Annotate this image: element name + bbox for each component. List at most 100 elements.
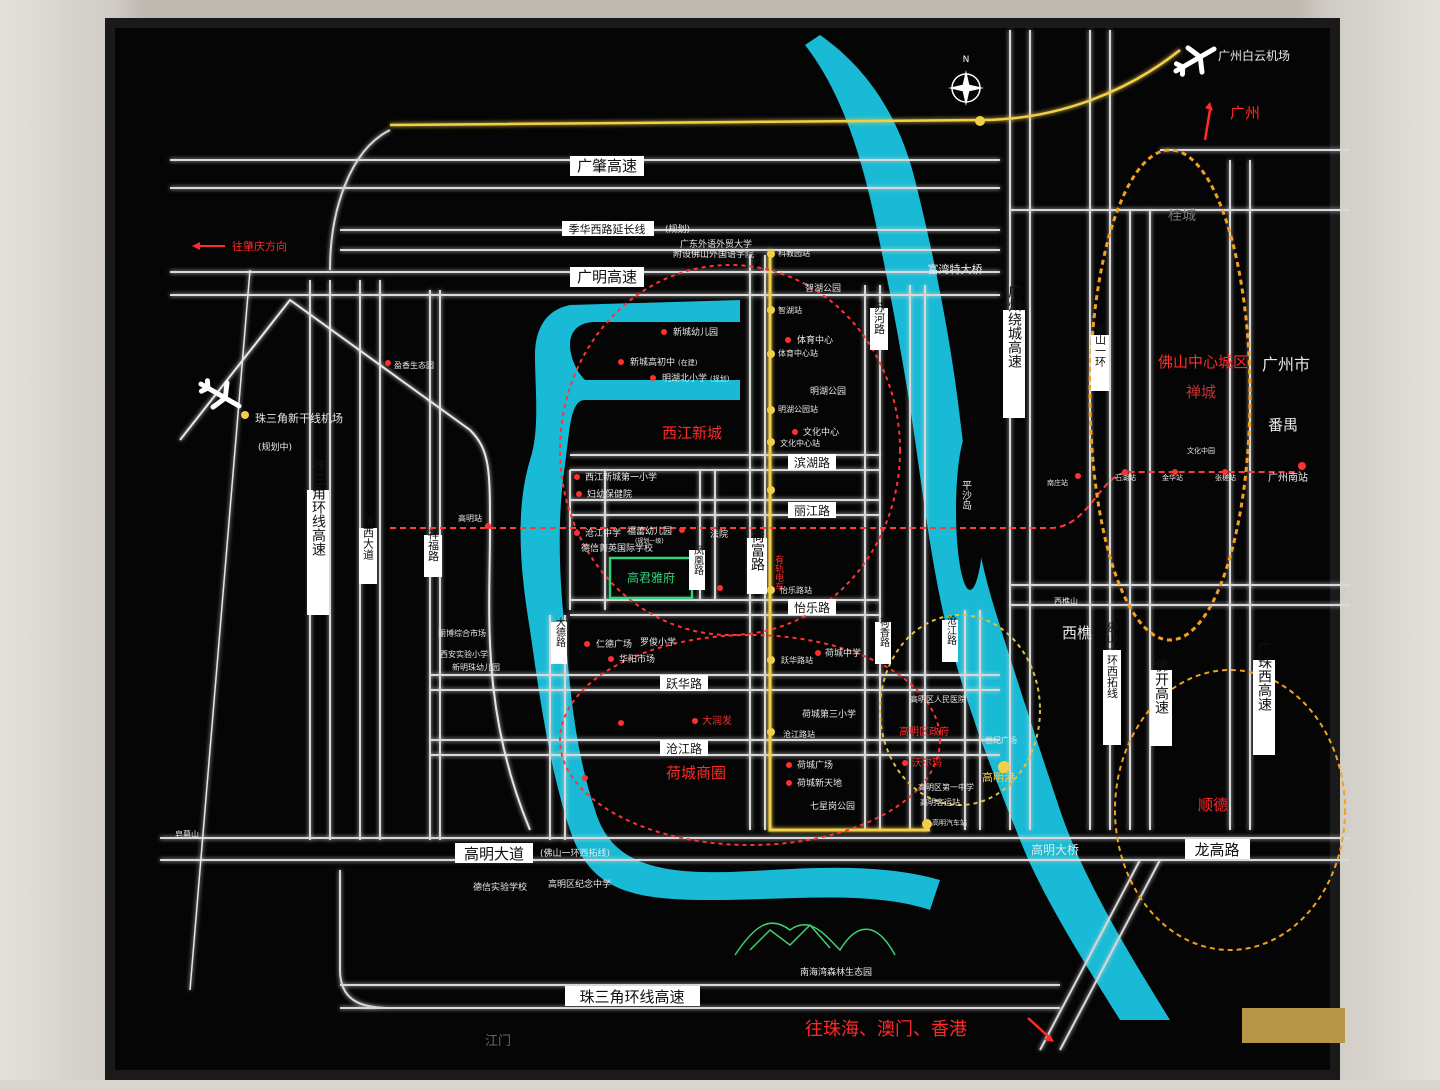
label-zhihu-station: 智湖站 xyxy=(778,305,802,315)
label-guangzhu-west: 广珠西高速 xyxy=(1256,641,1272,712)
xijiang-circle xyxy=(559,264,901,636)
label-kindergarten: 福蕾幼儿园 xyxy=(627,525,672,537)
label-xiqiao-mt: 西樵山 xyxy=(1054,596,1078,606)
gaoming-circle xyxy=(879,614,1041,806)
label-gaoming-bus-station: 高明汽车站 xyxy=(932,818,967,827)
label-guicheng: 桂城 xyxy=(1168,208,1196,224)
label-xiqiao: 西樵 xyxy=(1062,624,1092,642)
road-labels: 广肇高速 季华西路延长线 (规划) 广明高速 珠三角环线高速 高明大道 (佛山一… xyxy=(455,156,1250,1006)
rail-line xyxy=(390,471,1300,529)
label-yuehua-station: 跃华路站 xyxy=(781,655,813,665)
label-chancheng: 禅城 xyxy=(1186,383,1216,401)
label-yile: 怡乐路 xyxy=(794,600,830,615)
label-gz-city: 广州市 xyxy=(1262,355,1310,374)
hecheng-circle xyxy=(559,634,941,846)
label-zhangcha: 张槎站 xyxy=(1215,473,1236,482)
label-shihu: 石湖站 xyxy=(1115,473,1136,482)
label-jiangmen: 江门 xyxy=(485,1034,511,1049)
label-hexiang: 荷香路 xyxy=(878,617,890,648)
pingsha-island xyxy=(956,430,984,590)
label-to-zhaoqing: 往肇庆方向 xyxy=(232,239,287,253)
label-xian-primary: 西安实验小学 xyxy=(440,649,488,659)
label-huayang: 华阳市场 xyxy=(619,653,655,665)
label-fuwan-bridge: 富湾特大桥 xyxy=(928,262,983,276)
label-gaoming-no1: 高明区第一中学 xyxy=(918,782,974,792)
label-xincheng-kinder: 新城幼儿园 xyxy=(673,326,718,338)
label-fs-ring1: 佛山一环 xyxy=(1094,323,1107,367)
label-xincheng-middle: 新城高初中 xyxy=(630,356,675,368)
airplane-icon xyxy=(1173,45,1217,77)
label-qixing: 七星岗公园 xyxy=(810,801,855,812)
label-cangjiang-station: 沧江路站 xyxy=(783,729,815,739)
label-suhe: 苏河路 xyxy=(873,301,886,335)
label-hecheng-xintiandi: 荷城新天地 xyxy=(797,777,842,789)
label-ecopark: 南海湾森林生态园 xyxy=(800,966,872,978)
label-binhu: 滨湖路 xyxy=(794,455,830,470)
label-sports-center: 体育中心 xyxy=(797,334,833,346)
label-yile-station: 怡乐路站 xyxy=(780,585,812,595)
label-minghu-primary: 明湖北小学 xyxy=(662,372,707,384)
label-xijiang-newtown: 西江新城 xyxy=(662,424,722,442)
label-guangzhou-arrow: 广州 xyxy=(1230,104,1260,122)
label-pearl-ring: 珠三角环线高速 xyxy=(579,988,684,1006)
label-to-south: 往珠海、澳门、香港 xyxy=(805,1019,967,1040)
plaque xyxy=(1242,1008,1345,1043)
label-guangming: 广明高速 xyxy=(577,268,637,286)
label-minghu-station: 明湖公园站 xyxy=(778,404,818,414)
label-intl-school: 德信菁英国际学校 xyxy=(581,542,653,554)
label-gd-foreign-uni: 广东外语外贸大学 xyxy=(680,238,752,250)
label-yangxi: 杨西大道 xyxy=(362,515,375,560)
label-xiangfu: 祥福路 xyxy=(427,527,440,562)
label-culture-station: 文化中心站 xyxy=(780,438,820,448)
label-cangjiang: 沧江路 xyxy=(666,741,702,756)
label-luoyou: 罗俊小学 xyxy=(640,636,676,648)
label-pearl-ring-v: 珠三角环线高速 xyxy=(310,458,326,557)
label-sports-station: 体育中心站 xyxy=(778,348,818,358)
label-fs-ring1-west: 佛山一环西拓线 xyxy=(1106,621,1119,698)
label-fs-center: 佛山中心城区 xyxy=(1158,353,1248,371)
label-jihua-note: (规划) xyxy=(665,223,690,235)
label-north: N xyxy=(963,55,970,65)
label-guangzhao: 广肇高速 xyxy=(577,157,637,175)
label-kejiyuan: 科教园站 xyxy=(778,248,810,258)
label-hecheng-middle: 荷城中学 xyxy=(825,647,861,659)
label-dayunfa: 大润发 xyxy=(702,714,732,727)
map-board: 广肇高速 季华西路延长线 (规划) 广明高速 珠三角环线高速 高明大道 (佛山一… xyxy=(105,18,1350,1080)
fs-center-circle xyxy=(1088,148,1252,642)
label-jihua: 季华西路延长线 xyxy=(569,222,646,236)
poi-dots xyxy=(385,329,1306,786)
label-gaoming-gov: 高明区政府 xyxy=(899,725,949,738)
shunde-circle xyxy=(1114,669,1346,951)
label-gz-airport: 广州白云机场 xyxy=(1218,48,1290,63)
label-maternal: 妇幼保健院 xyxy=(587,488,632,500)
map-canvas: 广肇高速 季华西路延长线 (规划) 广明高速 珠三角环线高速 高明大道 (佛山一… xyxy=(160,30,1350,1051)
label-pingsha: 平沙岛 xyxy=(960,480,972,511)
station-dots xyxy=(241,116,1010,829)
vertical-road-labels: 珠三角环线高速 杨西大道 祥福路 荷富路 苏河路 凤凰路 大德路 荷香路 沧江路… xyxy=(307,284,1275,755)
label-nanzhuang: 南庄站 xyxy=(1047,478,1068,487)
label-xinming: 新明珠幼儿园 xyxy=(452,662,500,672)
label-longgao: 龙高路 xyxy=(1194,841,1239,859)
label-hecheng-circle: 荷城商圈 xyxy=(666,764,726,782)
label-panyu: 番禺 xyxy=(1268,416,1298,434)
label-gaoming-station: 高明站 xyxy=(458,513,482,523)
label-pearl-airport: 珠三角新干线机场 xyxy=(255,411,343,425)
label-xijiang-primary: 西江新城第一小学 xyxy=(585,471,657,483)
label-court: 法院 xyxy=(710,528,728,540)
label-pearl-airport-note: (规划中) xyxy=(258,441,292,453)
airplane-icon xyxy=(198,378,242,410)
label-lijiang: 丽江路 xyxy=(794,503,830,518)
label-gaoming-ave: 高明大道 xyxy=(464,845,524,863)
label-xincheng-middle-note: (在建) xyxy=(678,358,698,367)
label-dehe: 德信实验学校 xyxy=(473,881,527,893)
label-gaoming-hospital: 高明区人民医院 xyxy=(910,694,966,704)
label-hecheng-no3: 荷城第三小学 xyxy=(802,708,856,720)
label-minghu-primary-note: (规划) xyxy=(710,374,730,383)
place-labels: 广州白云机场 广州 往肇庆方向 珠三角新干线机场 (规划中) 广东外语外贸大学 … xyxy=(175,48,1310,1049)
label-gaoming-port: 高明港 xyxy=(982,770,1015,784)
label-renyi: 仁德广场 xyxy=(596,638,632,650)
ecopark-mountain-icon xyxy=(734,922,896,956)
label-gd-foreign-school: 附设佛山外国语学院 xyxy=(673,248,754,260)
arrow-icon xyxy=(192,102,1213,1042)
label-century-plaza: 世纪广场 xyxy=(985,735,1017,745)
